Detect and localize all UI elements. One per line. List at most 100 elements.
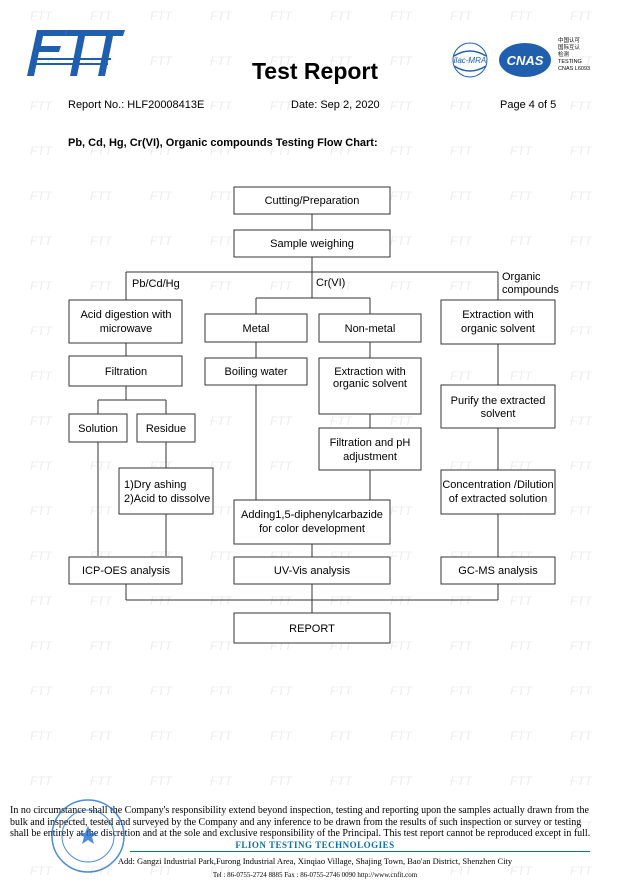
step-acid-digestion: Acid digestion with microwave	[68, 299, 183, 344]
svg-text:adjustment: adjustment	[343, 451, 397, 463]
svg-text:Non-metal: Non-metal	[345, 323, 396, 335]
watermark-mark: FTT	[570, 144, 594, 158]
ftt-logo	[27, 30, 125, 76]
watermark-mark: FTT	[390, 684, 414, 698]
svg-text:Sample weighing: Sample weighing	[270, 238, 354, 250]
watermark-mark: FTT	[510, 9, 534, 23]
step-solution: Solution	[68, 413, 128, 443]
svg-text:Purify the extracted: Purify the extracted	[451, 395, 546, 407]
watermark-mark: FTT	[90, 9, 114, 23]
flow-chart: Cutting/Preparation Sample weighing Pb/C…	[68, 186, 559, 644]
svg-text:REPORT: REPORT	[289, 623, 335, 635]
svg-text:Extraction with: Extraction with	[334, 366, 406, 378]
watermark-mark: FTT	[90, 684, 114, 698]
watermark-mark: FTT	[570, 774, 594, 788]
watermark-mark: FTT	[210, 774, 234, 788]
watermark-mark: FTT	[30, 144, 54, 158]
flow-connectors	[97, 214, 499, 613]
cnas-line: 国际互认	[558, 45, 581, 51]
report-date: Date: Sep 2, 2020	[291, 99, 380, 111]
watermark-mark: FTT	[450, 774, 474, 788]
watermark-mark: FTT	[450, 9, 474, 23]
watermark-mark: FTT	[510, 774, 534, 788]
watermark-mark: FTT	[150, 9, 174, 23]
svg-text:Extraction with: Extraction with	[462, 309, 534, 321]
watermark-mark: FTT	[510, 729, 534, 743]
step-filtration: Filtration	[68, 355, 183, 387]
watermark-mark: FTT	[270, 684, 294, 698]
watermark-mark: FTT	[450, 729, 474, 743]
cnas-badge: CNAS	[499, 43, 551, 77]
watermark-mark: FTT	[270, 9, 294, 23]
svg-text:Concentration /Dilution: Concentration /Dilution	[442, 479, 553, 491]
step-adding-diphenylcarbazide: Adding1,5-diphenylcarbazide for color de…	[233, 499, 391, 545]
step-metal: Metal	[204, 313, 308, 343]
branch-label-compounds: compounds	[502, 284, 559, 296]
svg-text:1)Dry ashing: 1)Dry ashing	[124, 479, 186, 491]
svg-text:2)Acid to dissolve: 2)Acid to dissolve	[124, 493, 210, 505]
svg-text:organic solvent: organic solvent	[333, 378, 407, 390]
watermark-mark: FTT	[570, 99, 594, 113]
svg-text:for color development: for color development	[259, 523, 365, 535]
company-contact: Tel : 86-0755-2724 8885 Fax : 86-0755-27…	[212, 871, 418, 879]
watermark-mark: FTT	[570, 684, 594, 698]
watermark-mark: FTT	[570, 729, 594, 743]
watermark-mark: FTT	[510, 144, 534, 158]
watermark-mark: FTT	[510, 684, 534, 698]
watermark-mark: FTT	[30, 684, 54, 698]
svg-text:Filtration and pH: Filtration and pH	[330, 437, 411, 449]
disclaimer-line: In no circumstance shall the Company's r…	[10, 805, 589, 816]
svg-text:solvent: solvent	[481, 408, 516, 420]
watermark-mark: FTT	[330, 774, 354, 788]
svg-text:Acid digestion with: Acid digestion with	[80, 309, 171, 321]
step-icp-oes: ICP-OES analysis	[68, 556, 183, 585]
svg-text:UV-Vis analysis: UV-Vis analysis	[274, 565, 351, 577]
step-sample-weighing: Sample weighing	[233, 229, 391, 258]
watermark-mark: FTT	[390, 9, 414, 23]
step-purify-solvent: Purify the extracted solvent	[440, 384, 556, 429]
watermark-mark: FTT	[330, 684, 354, 698]
watermark-mark: FTT	[90, 774, 114, 788]
company-seal	[51, 799, 125, 873]
ilac-text: ilac-MRA	[454, 56, 486, 65]
watermark-mark: FTT	[270, 774, 294, 788]
svg-text:Residue: Residue	[146, 423, 186, 435]
svg-text:Cutting/Preparation: Cutting/Preparation	[265, 195, 360, 207]
report-number: Report No.: HLF20008413E	[68, 99, 205, 111]
cnas-line: 检测	[558, 52, 570, 58]
step-gc-ms: GC-MS analysis	[440, 556, 556, 585]
step-uv-vis: UV-Vis analysis	[233, 556, 391, 585]
watermark-mark: FTT	[210, 729, 234, 743]
page-number: Page 4 of 5	[500, 99, 557, 111]
watermark-mark: FTT	[450, 144, 474, 158]
footer-divider	[130, 851, 590, 852]
svg-text:Adding1,5-diphenylcarbazide: Adding1,5-diphenylcarbazide	[241, 509, 383, 521]
svg-text:microwave: microwave	[100, 323, 153, 335]
watermark-mark: FTT	[30, 774, 54, 788]
svg-text:organic solvent: organic solvent	[461, 323, 535, 335]
watermark-mark: FTT	[150, 729, 174, 743]
watermark-mark: FTT	[150, 684, 174, 698]
step-cutting-preparation: Cutting/Preparation	[233, 186, 391, 215]
flow-chart-heading: Pb, Cd, Hg, Cr(VI), Organic compounds Te…	[68, 137, 378, 149]
step-non-metal: Non-metal	[318, 313, 422, 343]
step-residue: Residue	[136, 413, 196, 443]
watermark-mark: FTT	[330, 9, 354, 23]
svg-text:Boiling water: Boiling water	[225, 366, 288, 378]
watermark-mark: FTT	[150, 774, 174, 788]
svg-text:Metal: Metal	[243, 323, 270, 335]
cnas-caption: 中国认可 国际互认 检测 TESTING CNAS L6093	[558, 38, 590, 73]
disclaimer: In no circumstance shall the Company's r…	[10, 805, 610, 840]
watermark-mark: FTT	[270, 729, 294, 743]
branch-label-pb-cd-hg: Pb/Cd/Hg	[132, 278, 180, 290]
branch-label-organic: Organic	[502, 271, 541, 283]
company-name: FLION TESTING TECHNOLOGIES	[235, 840, 395, 850]
watermark-mark: FTT	[90, 729, 114, 743]
watermark-mark: FTT	[450, 684, 474, 698]
watermark-mark: FTT	[570, 9, 594, 23]
watermark-mark: FTT	[30, 729, 54, 743]
cnas-line: TESTING	[558, 59, 582, 65]
disclaimer-line: shall be entirely at the discretion and …	[10, 828, 591, 839]
cnas-line: CNAS L6093	[558, 66, 591, 72]
svg-text:of extracted solution: of extracted solution	[449, 493, 547, 505]
